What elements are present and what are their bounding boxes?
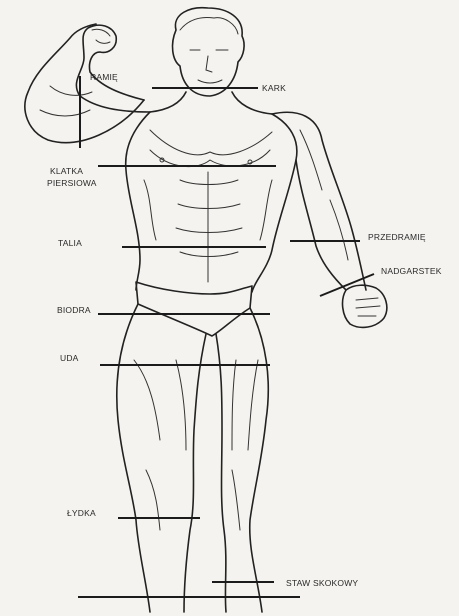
legs	[117, 304, 268, 612]
trunks	[136, 282, 252, 336]
label-klatka: KLATKA	[50, 166, 83, 176]
label-talia: TALIA	[58, 238, 82, 248]
label-biodra: BIODRA	[57, 305, 91, 315]
raised-arm	[25, 24, 150, 143]
hanging-arm	[272, 112, 387, 327]
label-lydka: ŁYDKA	[67, 508, 96, 518]
head	[173, 8, 245, 96]
label-nadgarstek: NADGARSTEK	[381, 266, 442, 276]
measurement-lines	[78, 76, 374, 597]
label-uda: UDA	[60, 353, 79, 363]
label-kark: KARK	[262, 83, 286, 93]
label-ramie: RAMIĘ	[90, 72, 118, 82]
label-przedramie: PRZEDRAMIĘ	[368, 232, 426, 242]
torso	[126, 112, 297, 292]
label-piersiowa: PIERSIOWA	[47, 178, 97, 188]
label-staw-skokowy: STAW SKOKOWY	[286, 578, 358, 588]
